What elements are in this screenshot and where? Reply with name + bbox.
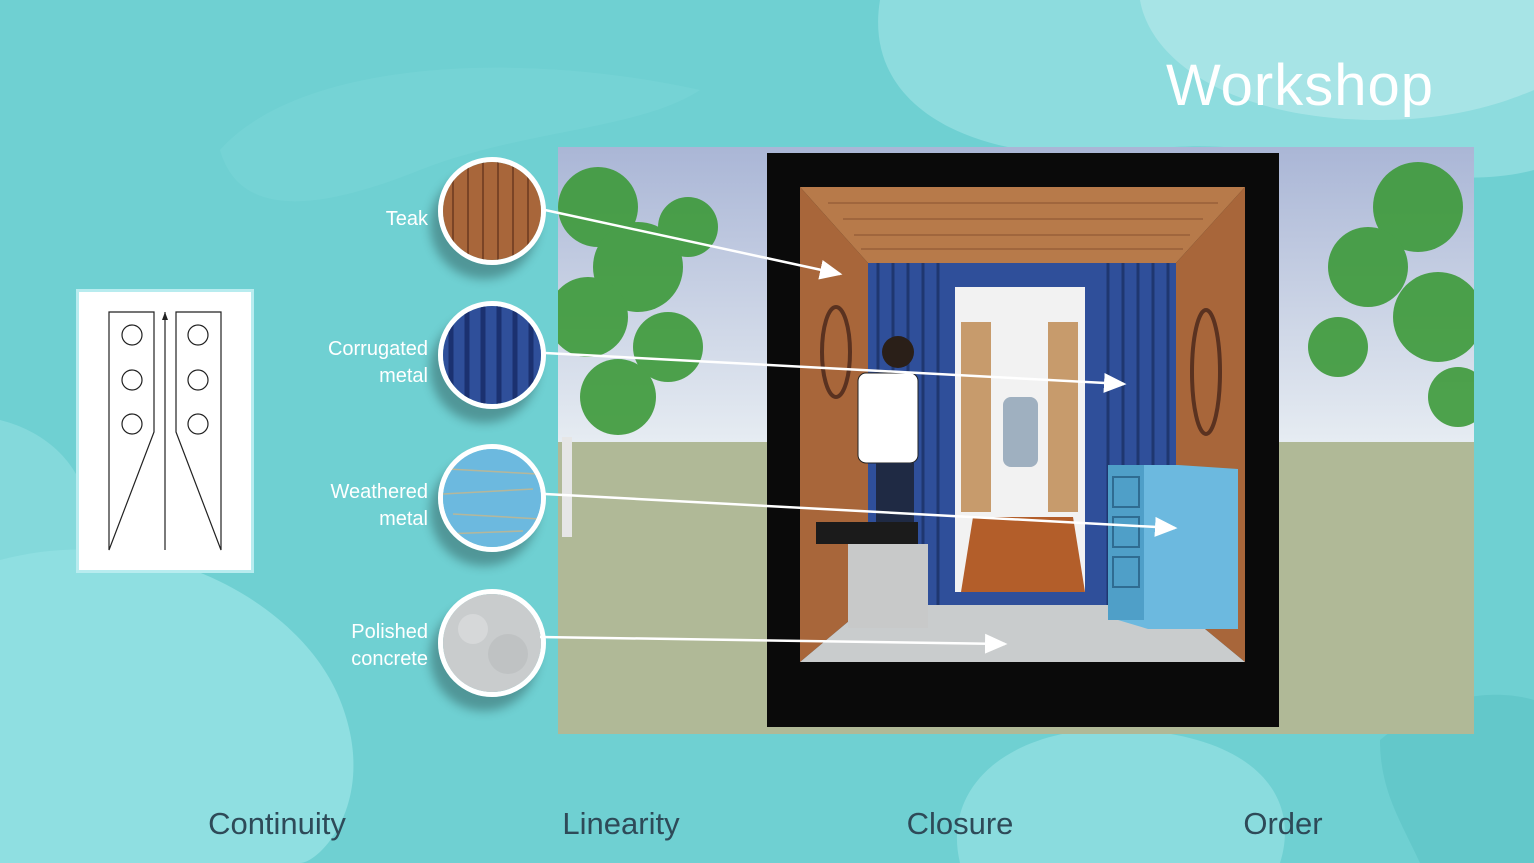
workshop-render xyxy=(558,147,1474,734)
material-label-corrugated-metal: Corrugated metal xyxy=(327,338,428,387)
material-label-teak: Teak xyxy=(385,208,428,230)
principle-linearity: Linearity xyxy=(562,806,680,841)
page-title: Workshop xyxy=(1165,53,1434,118)
corrugated-metal-swatch-icon xyxy=(438,301,546,409)
principle-closure: Closure xyxy=(906,806,1014,841)
polished-concrete-swatch-icon xyxy=(438,589,546,697)
principle-continuity: Continuity xyxy=(208,806,346,841)
principle-order: Order xyxy=(1243,806,1323,841)
layout-diagram xyxy=(76,289,254,573)
material-label-weathered-metal: Weathered metal xyxy=(330,481,428,530)
material-label-polished-concrete: Polished concrete xyxy=(351,621,428,670)
teak-swatch-icon xyxy=(438,157,546,265)
workshop-render-image xyxy=(558,147,1474,734)
layout-diagram-drawing xyxy=(108,311,222,551)
weathered-metal-swatch-icon xyxy=(438,444,546,552)
